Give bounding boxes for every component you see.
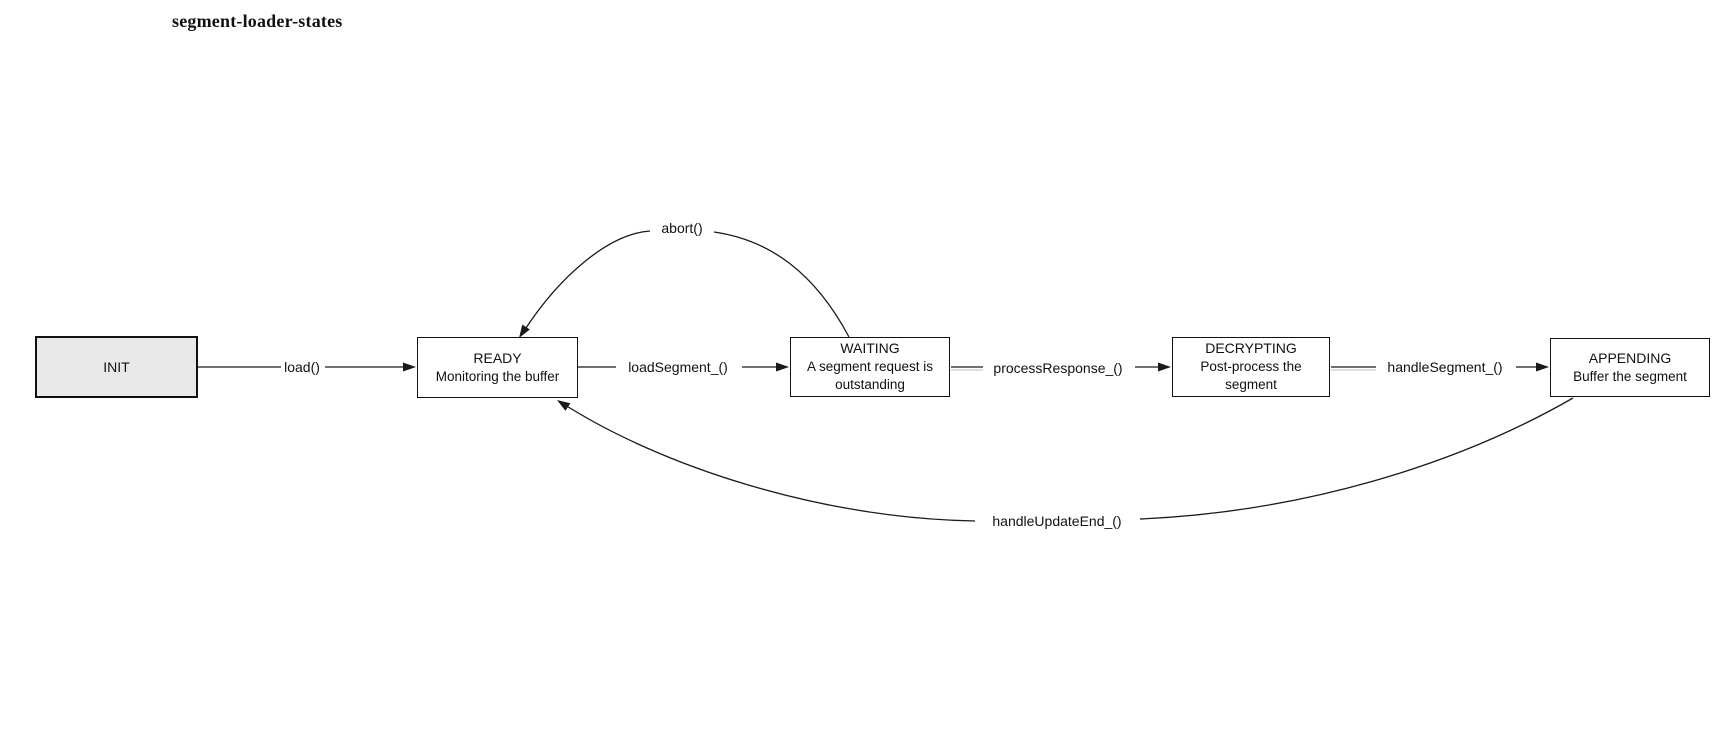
edge-handleupdateend-left bbox=[561, 402, 976, 522]
edge-handleupdateend-right bbox=[1139, 397, 1574, 520]
state-decrypting: DECRYPTING Post-process the segment bbox=[1172, 337, 1330, 397]
arrowhead-abort bbox=[519, 324, 530, 338]
transition-label-load: load() bbox=[284, 359, 320, 375]
state-name: WAITING bbox=[840, 340, 900, 357]
arrowhead-handlesegment bbox=[1536, 362, 1549, 372]
state-description: A segment request is outstanding bbox=[806, 358, 934, 393]
transition-label-loadsegment: loadSegment_() bbox=[628, 359, 728, 375]
arrowhead-handleupdateend bbox=[557, 400, 571, 411]
edge-abort-right bbox=[713, 231, 850, 338]
state-init: INIT bbox=[35, 336, 198, 398]
state-description: Monitoring the buffer bbox=[435, 368, 560, 384]
state-ready: READY Monitoring the buffer bbox=[417, 337, 578, 398]
edge-abort-left bbox=[523, 230, 651, 332]
state-name: APPENDING bbox=[1588, 350, 1672, 366]
state-name: READY bbox=[473, 350, 522, 366]
arrowhead-loadsegment bbox=[776, 362, 789, 372]
transition-label-abort: abort() bbox=[661, 220, 703, 236]
state-name: INIT bbox=[103, 358, 130, 375]
transition-label-handleupdateend: handleUpdateEnd_() bbox=[992, 513, 1122, 529]
transition-label-handlesegment: handleSegment_() bbox=[1387, 359, 1503, 375]
state-description: Buffer the segment bbox=[1573, 368, 1687, 384]
state-description: Post-process the segment bbox=[1200, 358, 1302, 393]
state-appending: APPENDING Buffer the segment bbox=[1550, 338, 1710, 397]
state-waiting: WAITING A segment request is outstanding bbox=[790, 337, 950, 397]
transition-label-processresponse: processResponse_() bbox=[993, 360, 1123, 376]
arrowhead-load bbox=[403, 362, 416, 372]
page-title: segment-loader-states bbox=[172, 11, 343, 31]
arrowhead-processresponse bbox=[1158, 362, 1171, 372]
state-name: DECRYPTING bbox=[1205, 340, 1297, 357]
